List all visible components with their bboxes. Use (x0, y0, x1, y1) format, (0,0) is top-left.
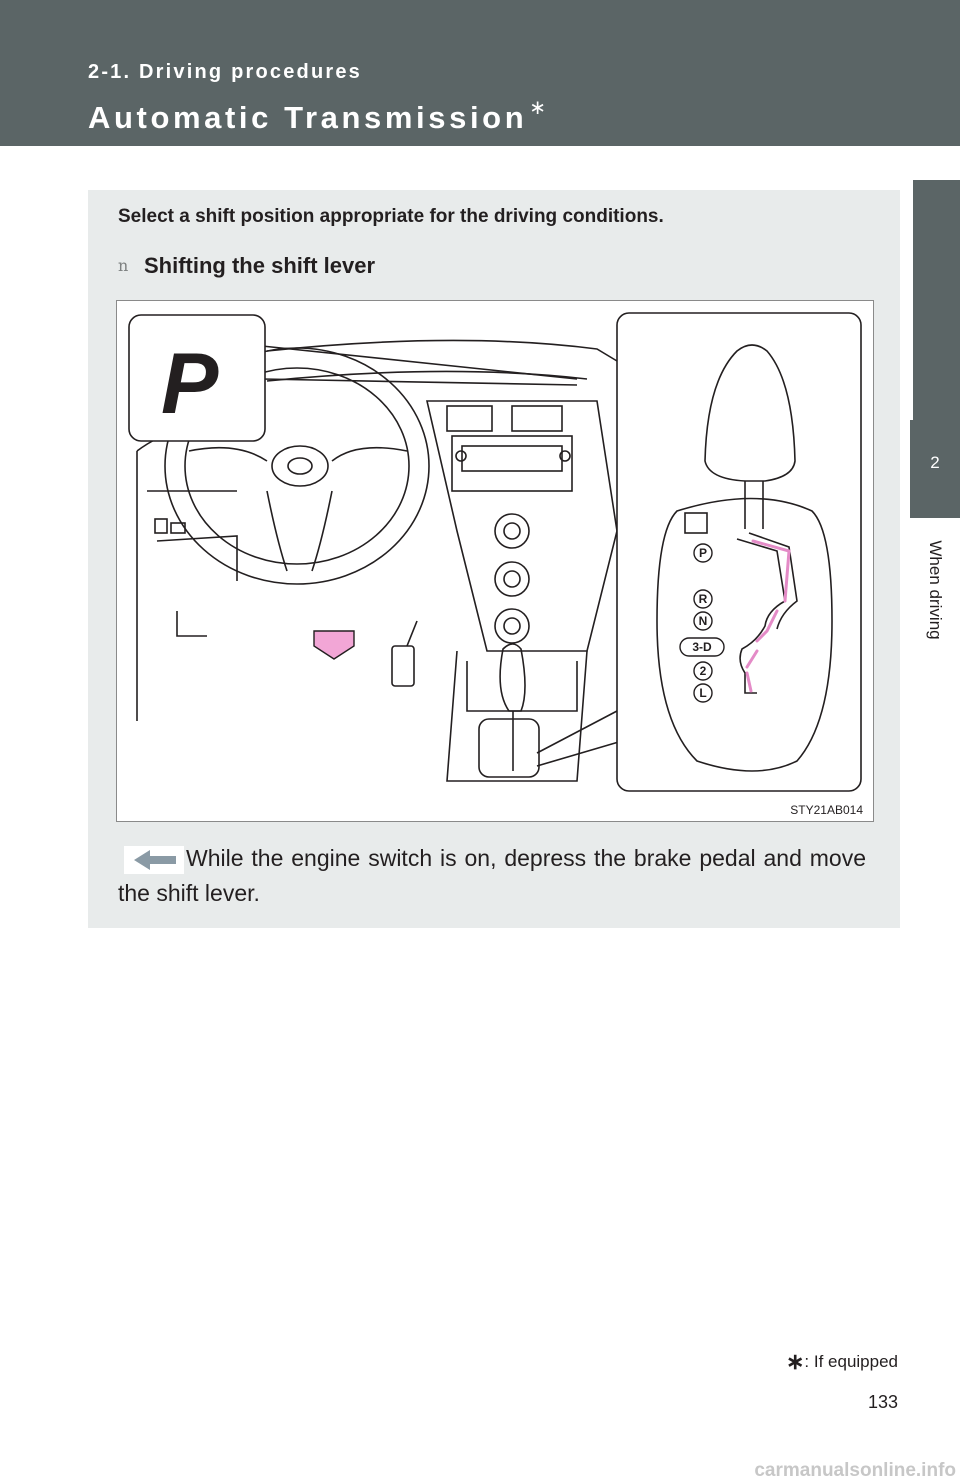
gate-label-p: P (699, 546, 707, 560)
gate-label-2: 2 (700, 664, 707, 678)
gate-label-r: R (699, 592, 708, 606)
subheading: Shifting the shift lever (144, 253, 376, 278)
chapter-label: When driving (926, 540, 945, 640)
page-number: 133 (867, 1392, 898, 1412)
title-asterisk: ∗ (529, 97, 550, 119)
page-title: Automatic Transmission∗ (88, 95, 550, 136)
footnote: ∗: If equipped (786, 1349, 898, 1375)
footnote-asterisk: ∗ (785, 1349, 805, 1374)
bullet-icon: n (118, 256, 129, 275)
gate-label-n: N (699, 614, 708, 628)
gate-label-l: L (699, 686, 706, 700)
chapter-label-box (913, 518, 960, 660)
park-indicator-letter: P (161, 336, 219, 432)
brake-pedal-arrow (313, 630, 355, 660)
gate-label-3d: 3-D (692, 640, 712, 654)
section-label: 2-1. Driving procedures (88, 61, 362, 83)
instruction-text: While the engine switch is on, depress t… (118, 845, 866, 906)
page-title-text: Automatic Transmission (88, 100, 528, 135)
shift-lever-illustration: P P R N 3-D 2 L STY21AB014 (116, 300, 874, 822)
dashboard-drawing: P P R N 3-D 2 L (128, 312, 862, 792)
page-header (0, 0, 960, 146)
chapter-number-tab[interactable]: 2 (910, 420, 960, 518)
watermark: carmanualsonline.info (754, 1460, 956, 1481)
figure-code: STY21AB014 (790, 803, 863, 817)
left-arrow-icon (124, 846, 184, 874)
footnote-text: : If equipped (804, 1352, 898, 1371)
intro-text: Select a shift position appropriate for … (118, 206, 664, 227)
